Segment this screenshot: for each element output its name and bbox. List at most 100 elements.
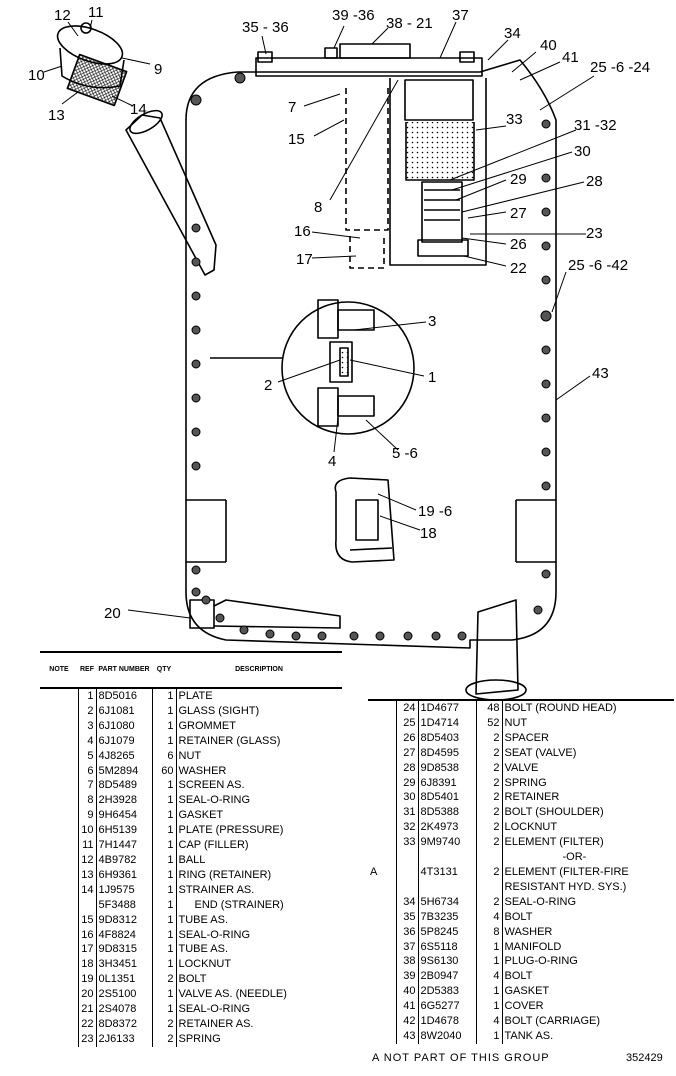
note-cell xyxy=(368,969,396,984)
part-number-cell: 9S6130 xyxy=(417,954,476,970)
callout-25-6-42: 25 -6 -42 xyxy=(568,257,628,274)
note-cell xyxy=(40,1032,78,1047)
callout-10: 10 xyxy=(28,67,45,84)
qty-cell: 1 xyxy=(151,778,176,794)
callout-25-6-24: 25 -6 -24 xyxy=(590,59,650,76)
qty-cell: 48 xyxy=(475,700,502,716)
callout-38-21: 38 - 21 xyxy=(386,15,433,32)
note-cell xyxy=(368,1029,396,1044)
ref-no-cell: 36 xyxy=(395,924,418,940)
callout-29: 29 xyxy=(510,171,527,188)
part-number-cell: 1D4714 xyxy=(417,715,476,731)
part-number-cell: 6J8391 xyxy=(417,775,476,791)
part-number-cell: 8D5401 xyxy=(417,790,476,806)
ref-no-cell: 15 xyxy=(77,912,96,928)
qty-cell: 1 xyxy=(475,984,502,1000)
note-cell xyxy=(40,734,78,749)
part-number-cell: 6J1080 xyxy=(95,718,152,734)
callout-15: 15 xyxy=(288,131,305,148)
qty-cell: 1 xyxy=(151,942,176,958)
part-number-cell: 1J9575 xyxy=(95,882,152,898)
note-cell xyxy=(40,853,78,868)
callout-9: 9 xyxy=(154,61,162,78)
qty-cell: 1 xyxy=(475,999,502,1015)
callout-43: 43 xyxy=(592,365,609,382)
ref-no-cell: 41 xyxy=(395,999,418,1015)
header-qty: QTY xyxy=(152,652,176,689)
callout-3: 3 xyxy=(428,313,436,330)
part-number-cell: 4F8824 xyxy=(95,927,152,943)
ref-no-cell: 21 xyxy=(77,1002,96,1017)
part-number-cell: 2K4973 xyxy=(417,820,476,836)
part-number-cell: 8D5388 xyxy=(417,805,476,821)
filter-housing xyxy=(389,78,487,266)
ref-no-cell: 5 xyxy=(77,748,96,764)
ref-no-cell: 7 xyxy=(77,778,96,794)
note-cell xyxy=(368,820,396,835)
note-cell xyxy=(368,880,396,895)
callout-18: 18 xyxy=(420,525,437,542)
note-cell xyxy=(368,731,396,746)
ref-no-cell: 11 xyxy=(77,838,96,853)
qty-cell: 1 xyxy=(475,939,502,955)
part-number-cell: 4J8265 xyxy=(95,748,152,764)
ref-no-cell: 39 xyxy=(395,969,418,985)
ref-no-cell: 26 xyxy=(395,730,418,746)
callout-5-6: 5 -6 xyxy=(392,445,418,462)
ref-no-cell: 40 xyxy=(395,984,418,1000)
header-description: DESCRIPTION xyxy=(176,652,342,689)
note-cell xyxy=(368,1014,396,1029)
qty-cell: 52 xyxy=(475,715,502,731)
note-cell xyxy=(40,898,78,913)
note-cell xyxy=(368,850,396,865)
note-cell xyxy=(40,883,78,898)
part-number-cell: 3H3451 xyxy=(95,957,152,973)
qty-cell: 2 xyxy=(151,1031,176,1047)
part-number-cell: 2S4078 xyxy=(95,1002,152,1017)
description-cell: COVER xyxy=(501,999,674,1015)
ref-no-cell: 4 xyxy=(77,733,96,749)
note-cell xyxy=(40,1017,78,1032)
qty-cell: 8 xyxy=(475,924,502,940)
description-cell: TUBE AS. xyxy=(175,942,342,958)
description-cell: VALVE AS. (NEEDLE) xyxy=(175,987,342,1003)
ref-no-cell: 32 xyxy=(395,820,418,836)
description-cell: BALL xyxy=(175,852,342,868)
note-cell xyxy=(40,778,78,793)
ref-no-cell: 18 xyxy=(77,957,96,973)
ref-no-cell: 6 xyxy=(77,763,96,779)
callout-13: 13 xyxy=(48,107,65,124)
sight-glass-detail-circle xyxy=(281,301,415,435)
description-cell: WASHER xyxy=(175,763,342,779)
description-cell: BOLT (SHOULDER) xyxy=(501,805,674,821)
part-number-cell: 9H6454 xyxy=(95,808,152,824)
ref-no-cell: 24 xyxy=(395,700,418,716)
note-cell xyxy=(40,808,78,823)
callout-23: 23 xyxy=(586,225,603,242)
part-number-cell: 6J1081 xyxy=(95,703,152,719)
note-cell: A xyxy=(370,865,378,878)
qty-cell: 1 xyxy=(151,987,176,1003)
description-cell: END (STRAINER) xyxy=(175,897,342,913)
part-number-cell: 1D4677 xyxy=(417,700,476,716)
note-cell xyxy=(40,793,78,808)
qty-cell: 1 xyxy=(151,957,176,973)
part-number-cell: 7B3235 xyxy=(417,909,476,925)
callout-40: 40 xyxy=(540,37,557,54)
